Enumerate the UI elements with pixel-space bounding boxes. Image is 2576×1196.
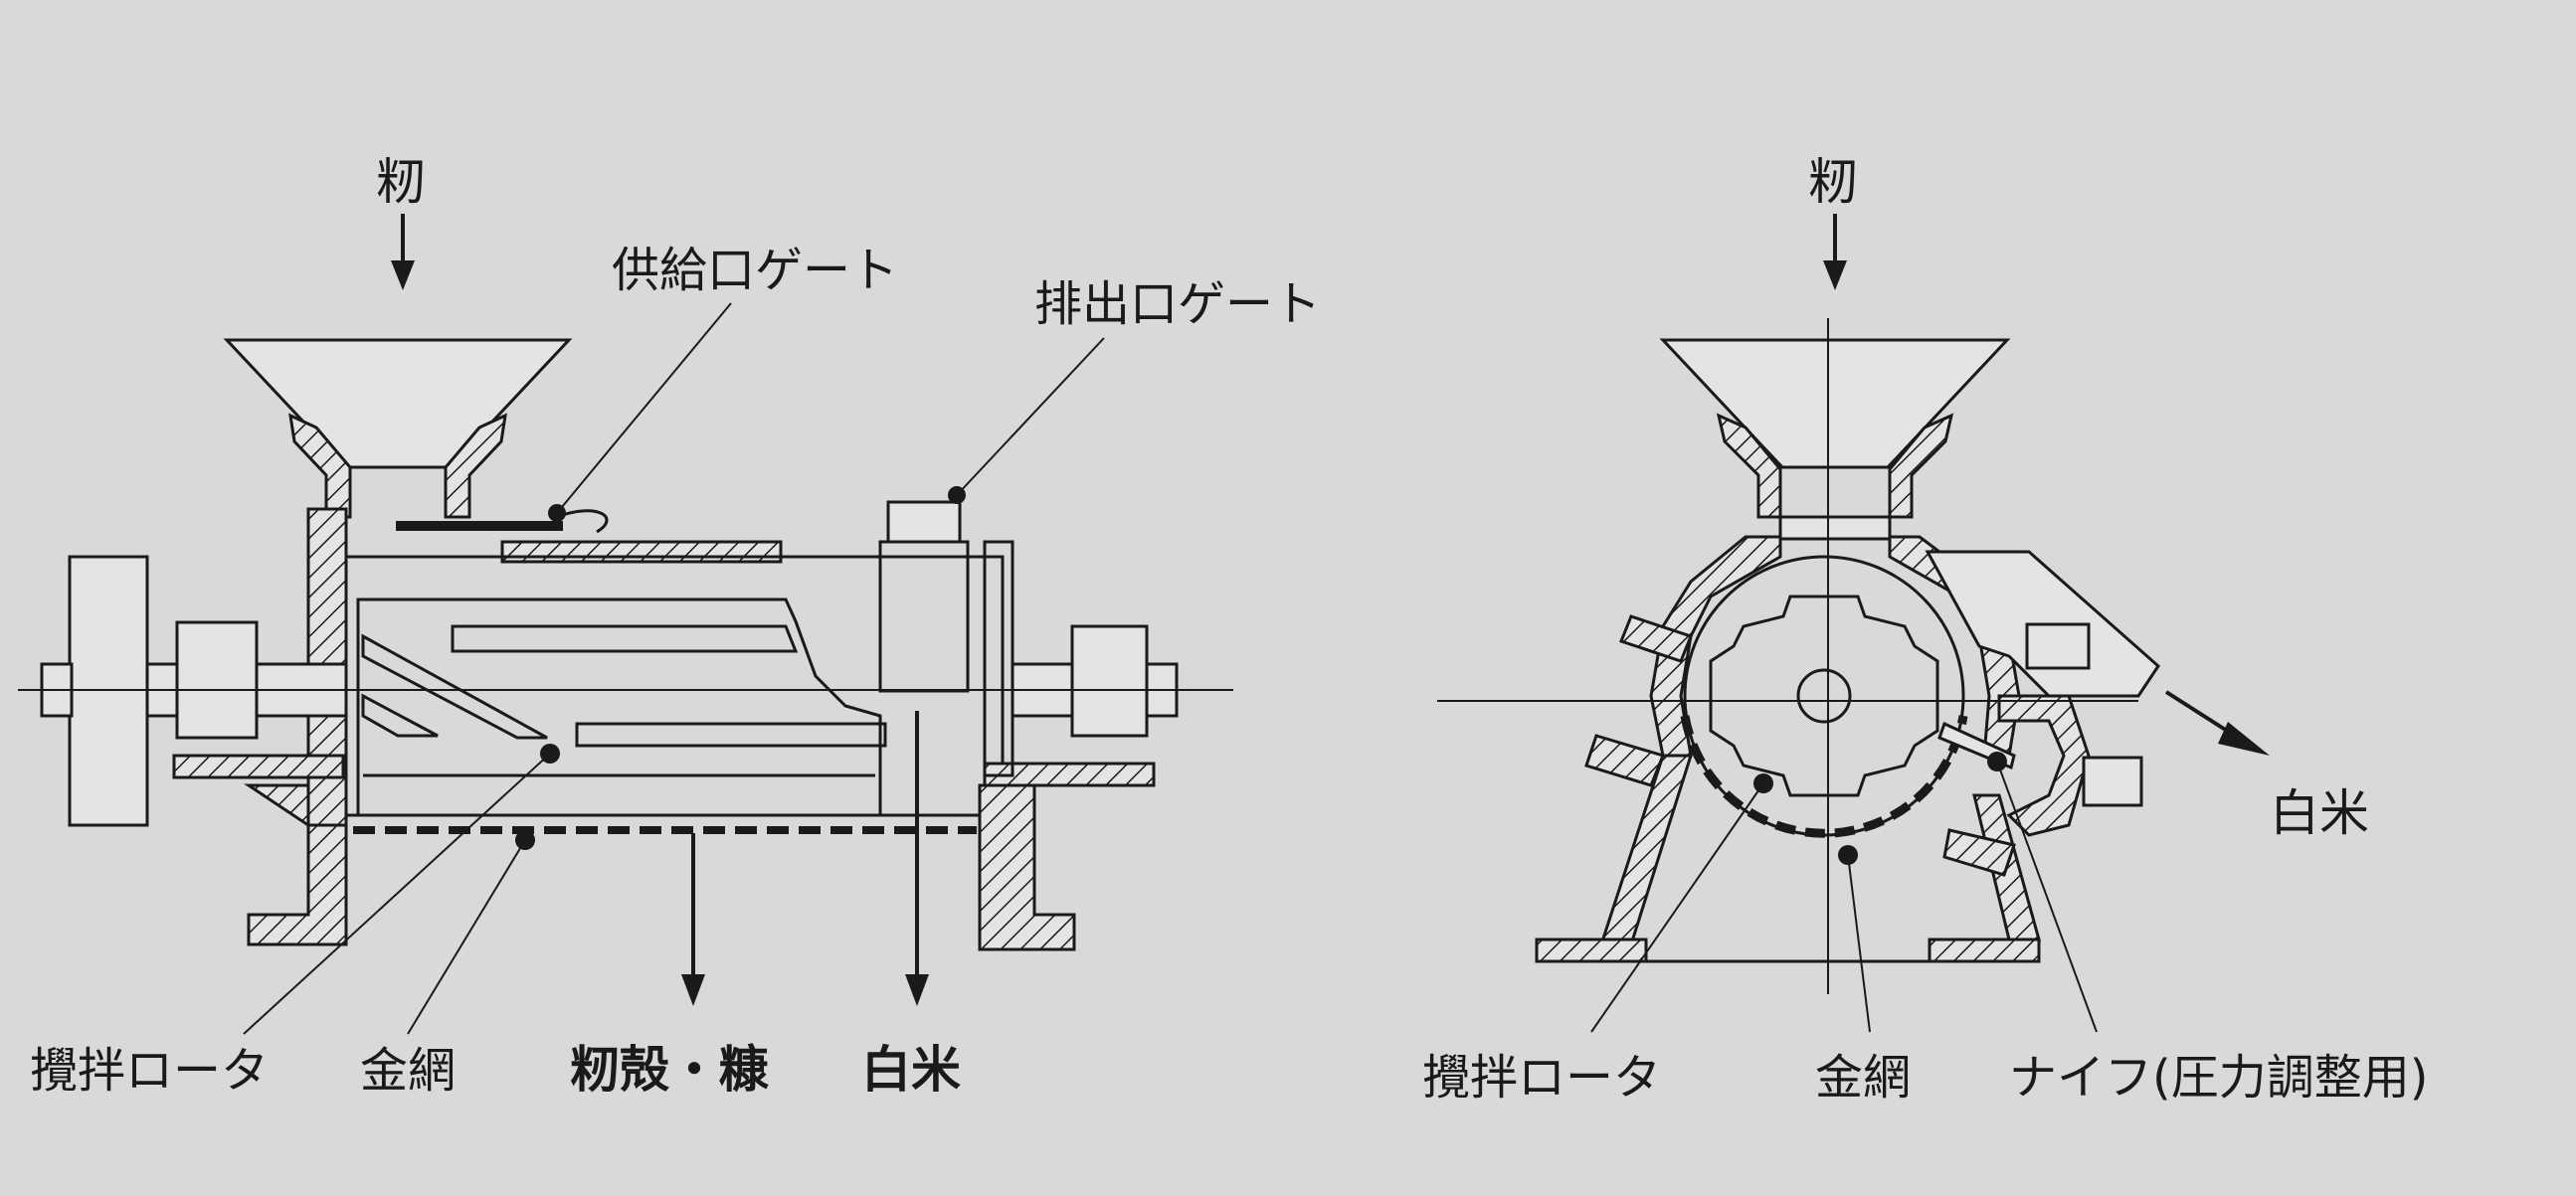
drive-shaft [18, 555, 1233, 827]
discharge-gate-label: 排出口ゲート [1034, 276, 1321, 332]
right-rotor-label: 攪拌ロータ [1422, 1050, 1661, 1106]
knife-leader [1996, 761, 2098, 1033]
knife-label: ナイフ(圧力調整用) [2009, 1050, 2428, 1106]
right-screen-label: 金網 [1815, 1050, 1911, 1106]
right-screen-leader [1847, 854, 1871, 1033]
rotor-leader [243, 753, 551, 1035]
right-rotor-leader [1590, 782, 1764, 1033]
left-screen-label: 金網 [360, 1043, 456, 1099]
side-view-diagram: 籾 [18, 153, 1321, 1099]
right-input-label: 籾 [1808, 153, 1858, 211]
right-screen-mesh [1680, 715, 1968, 838]
outlet-housing [1925, 550, 2160, 837]
discharge-gate-leader [956, 337, 1105, 496]
supply-gate [396, 504, 609, 534]
right-hopper [1659, 338, 2011, 541]
left-housing [172, 507, 1156, 951]
left-input-label: 籾 [376, 153, 426, 211]
white-rice-outlet-arrow [905, 711, 929, 1006]
cross-section-diagram: 籾 [1422, 153, 2428, 1106]
left-white-rice-label: 白米 [861, 1041, 961, 1099]
husk-bran-label: 籾殻・糠 [570, 1041, 769, 1099]
right-input-arrow [1823, 214, 1847, 290]
left-rotor-label: 攪拌ロータ [30, 1043, 269, 1099]
left-hopper [223, 338, 573, 519]
supply-gate-leader [556, 302, 732, 514]
right-white-rice-arrow [2164, 690, 2270, 756]
stirring-rotor [356, 598, 887, 817]
discharge-gate [878, 486, 1014, 777]
left-input-arrow [391, 214, 415, 290]
husk-bran-outlet-arrow [681, 833, 705, 1006]
screen-leader [407, 839, 526, 1035]
right-white-rice-label: 白米 [2270, 784, 2369, 842]
supply-gate-label: 供給口ゲート [612, 243, 898, 298]
